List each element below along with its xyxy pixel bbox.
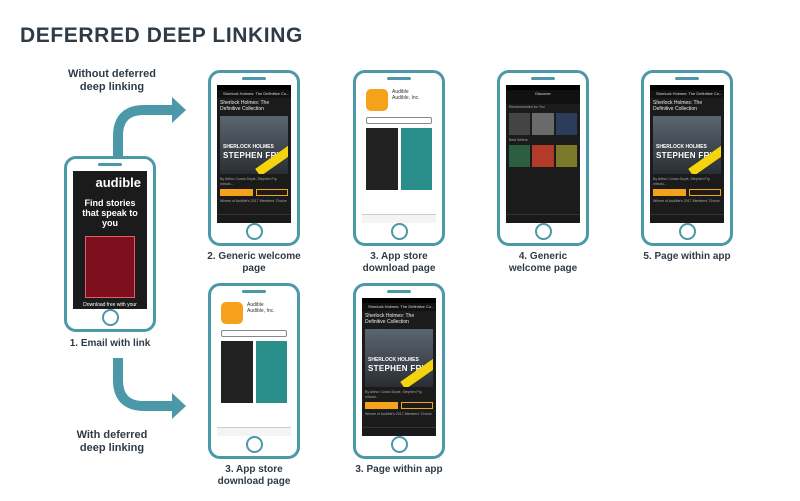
speaker xyxy=(98,163,122,166)
book-meta: By Arthur Conan Doyle, Stephen Fry, intr… xyxy=(653,177,711,186)
phone-discover: Discover Recommended for You Best Seller… xyxy=(497,70,589,246)
book-title: Sherlock Holmes: The Definitive Collecti… xyxy=(653,100,703,112)
audible-app-icon xyxy=(366,89,388,111)
app-screen: Sherlock Holmes: The Definitive Co... Sh… xyxy=(650,85,724,223)
caption-top-4: 5. Page within app xyxy=(643,251,731,262)
speaker xyxy=(531,77,555,80)
tab-bar[interactable] xyxy=(362,214,436,223)
discover-header: Discover xyxy=(506,90,580,104)
audible-logo: audible xyxy=(95,175,141,190)
home-button xyxy=(391,436,408,453)
screenshot-1 xyxy=(366,128,398,190)
nav-bar: Sherlock Holmes: The Definitive Co... xyxy=(217,90,291,98)
arrow-without xyxy=(113,105,174,156)
screenshot-2 xyxy=(255,341,287,403)
tab-bar[interactable] xyxy=(217,427,291,436)
page-title: DEFERRED DEEP LINKING xyxy=(20,24,303,47)
speaker xyxy=(242,290,266,293)
award-text: Winner of Audible's 2017 Members' Choice xyxy=(653,199,720,203)
arrow-with xyxy=(113,358,174,411)
section-recommended: Recommended for You xyxy=(509,105,545,109)
email-headline: Find stories that speak to you xyxy=(82,198,138,228)
phone-page-within-app: Sherlock Holmes: The Definitive Co... Sh… xyxy=(641,70,733,246)
email-download-text: Download free with your xyxy=(83,302,137,308)
home-button xyxy=(679,223,696,240)
nav-bar: Sherlock Holmes: The Definitive Co... xyxy=(362,303,436,311)
award-text: Winner of Audible's 2017 Members' Choice xyxy=(365,412,432,416)
speaker xyxy=(387,290,411,293)
book-cover-image xyxy=(85,236,135,298)
arrow-without-head xyxy=(172,97,186,123)
tab-bar[interactable] xyxy=(650,214,724,223)
caption-bottom-2: 3. Page within app xyxy=(355,464,443,475)
book-title: Sherlock Holmes: The Definitive Collecti… xyxy=(365,313,415,325)
buy-buttons[interactable] xyxy=(653,189,721,196)
tab-bar[interactable] xyxy=(506,214,580,223)
book-meta: By Arthur Conan Doyle, Stephen Fry, intr… xyxy=(220,177,278,186)
speaker xyxy=(387,77,411,80)
award-text: Winner of Audible's 2017 Members' Choice xyxy=(220,199,287,203)
book-meta: By Arthur Conan Doyle, Stephen Fry, intr… xyxy=(365,390,423,399)
tab-bar[interactable] xyxy=(362,427,436,436)
section-best-sellers: Best Sellers xyxy=(509,137,528,142)
phone-generic-welcome: Sherlock Holmes: The Definitive Co... Sh… xyxy=(208,70,300,246)
segmented-control[interactable] xyxy=(366,117,432,124)
segmented-control[interactable] xyxy=(221,330,287,337)
tab-bar[interactable] xyxy=(217,214,291,223)
app-screen: Sherlock Holmes: The Definitive Co... Sh… xyxy=(217,85,291,223)
book-title: Sherlock Holmes: The Definitive Collecti… xyxy=(220,100,270,112)
arrow-with-head xyxy=(172,393,186,419)
speaker xyxy=(242,77,266,80)
audible-app-icon xyxy=(221,302,243,324)
home-button xyxy=(535,223,552,240)
phone-page-within-app-deferred: Sherlock Holmes: The Definitive Co... Sh… xyxy=(353,283,445,459)
discover-screen: Discover Recommended for You Best Seller… xyxy=(506,85,580,223)
label-without: Without deferred deep linking xyxy=(68,68,156,93)
phone-email: audible Find stories that speak to you D… xyxy=(64,156,156,332)
buy-buttons[interactable] xyxy=(365,402,433,409)
home-button xyxy=(246,223,263,240)
speaker xyxy=(675,77,699,80)
caption-email: 1. Email with link xyxy=(69,338,151,349)
home-button xyxy=(102,309,119,326)
label-with: With deferred deep linking xyxy=(76,429,148,454)
home-button xyxy=(391,223,408,240)
app-screen: Sherlock Holmes: The Definitive Co... Sh… xyxy=(362,298,436,436)
screenshot-2 xyxy=(400,128,432,190)
screenshot-1 xyxy=(221,341,253,403)
home-button xyxy=(246,436,263,453)
nav-bar: Sherlock Holmes: The Definitive Co... xyxy=(650,90,724,98)
email-screen: audible Find stories that speak to you D… xyxy=(73,171,147,309)
buy-buttons[interactable] xyxy=(220,189,288,196)
